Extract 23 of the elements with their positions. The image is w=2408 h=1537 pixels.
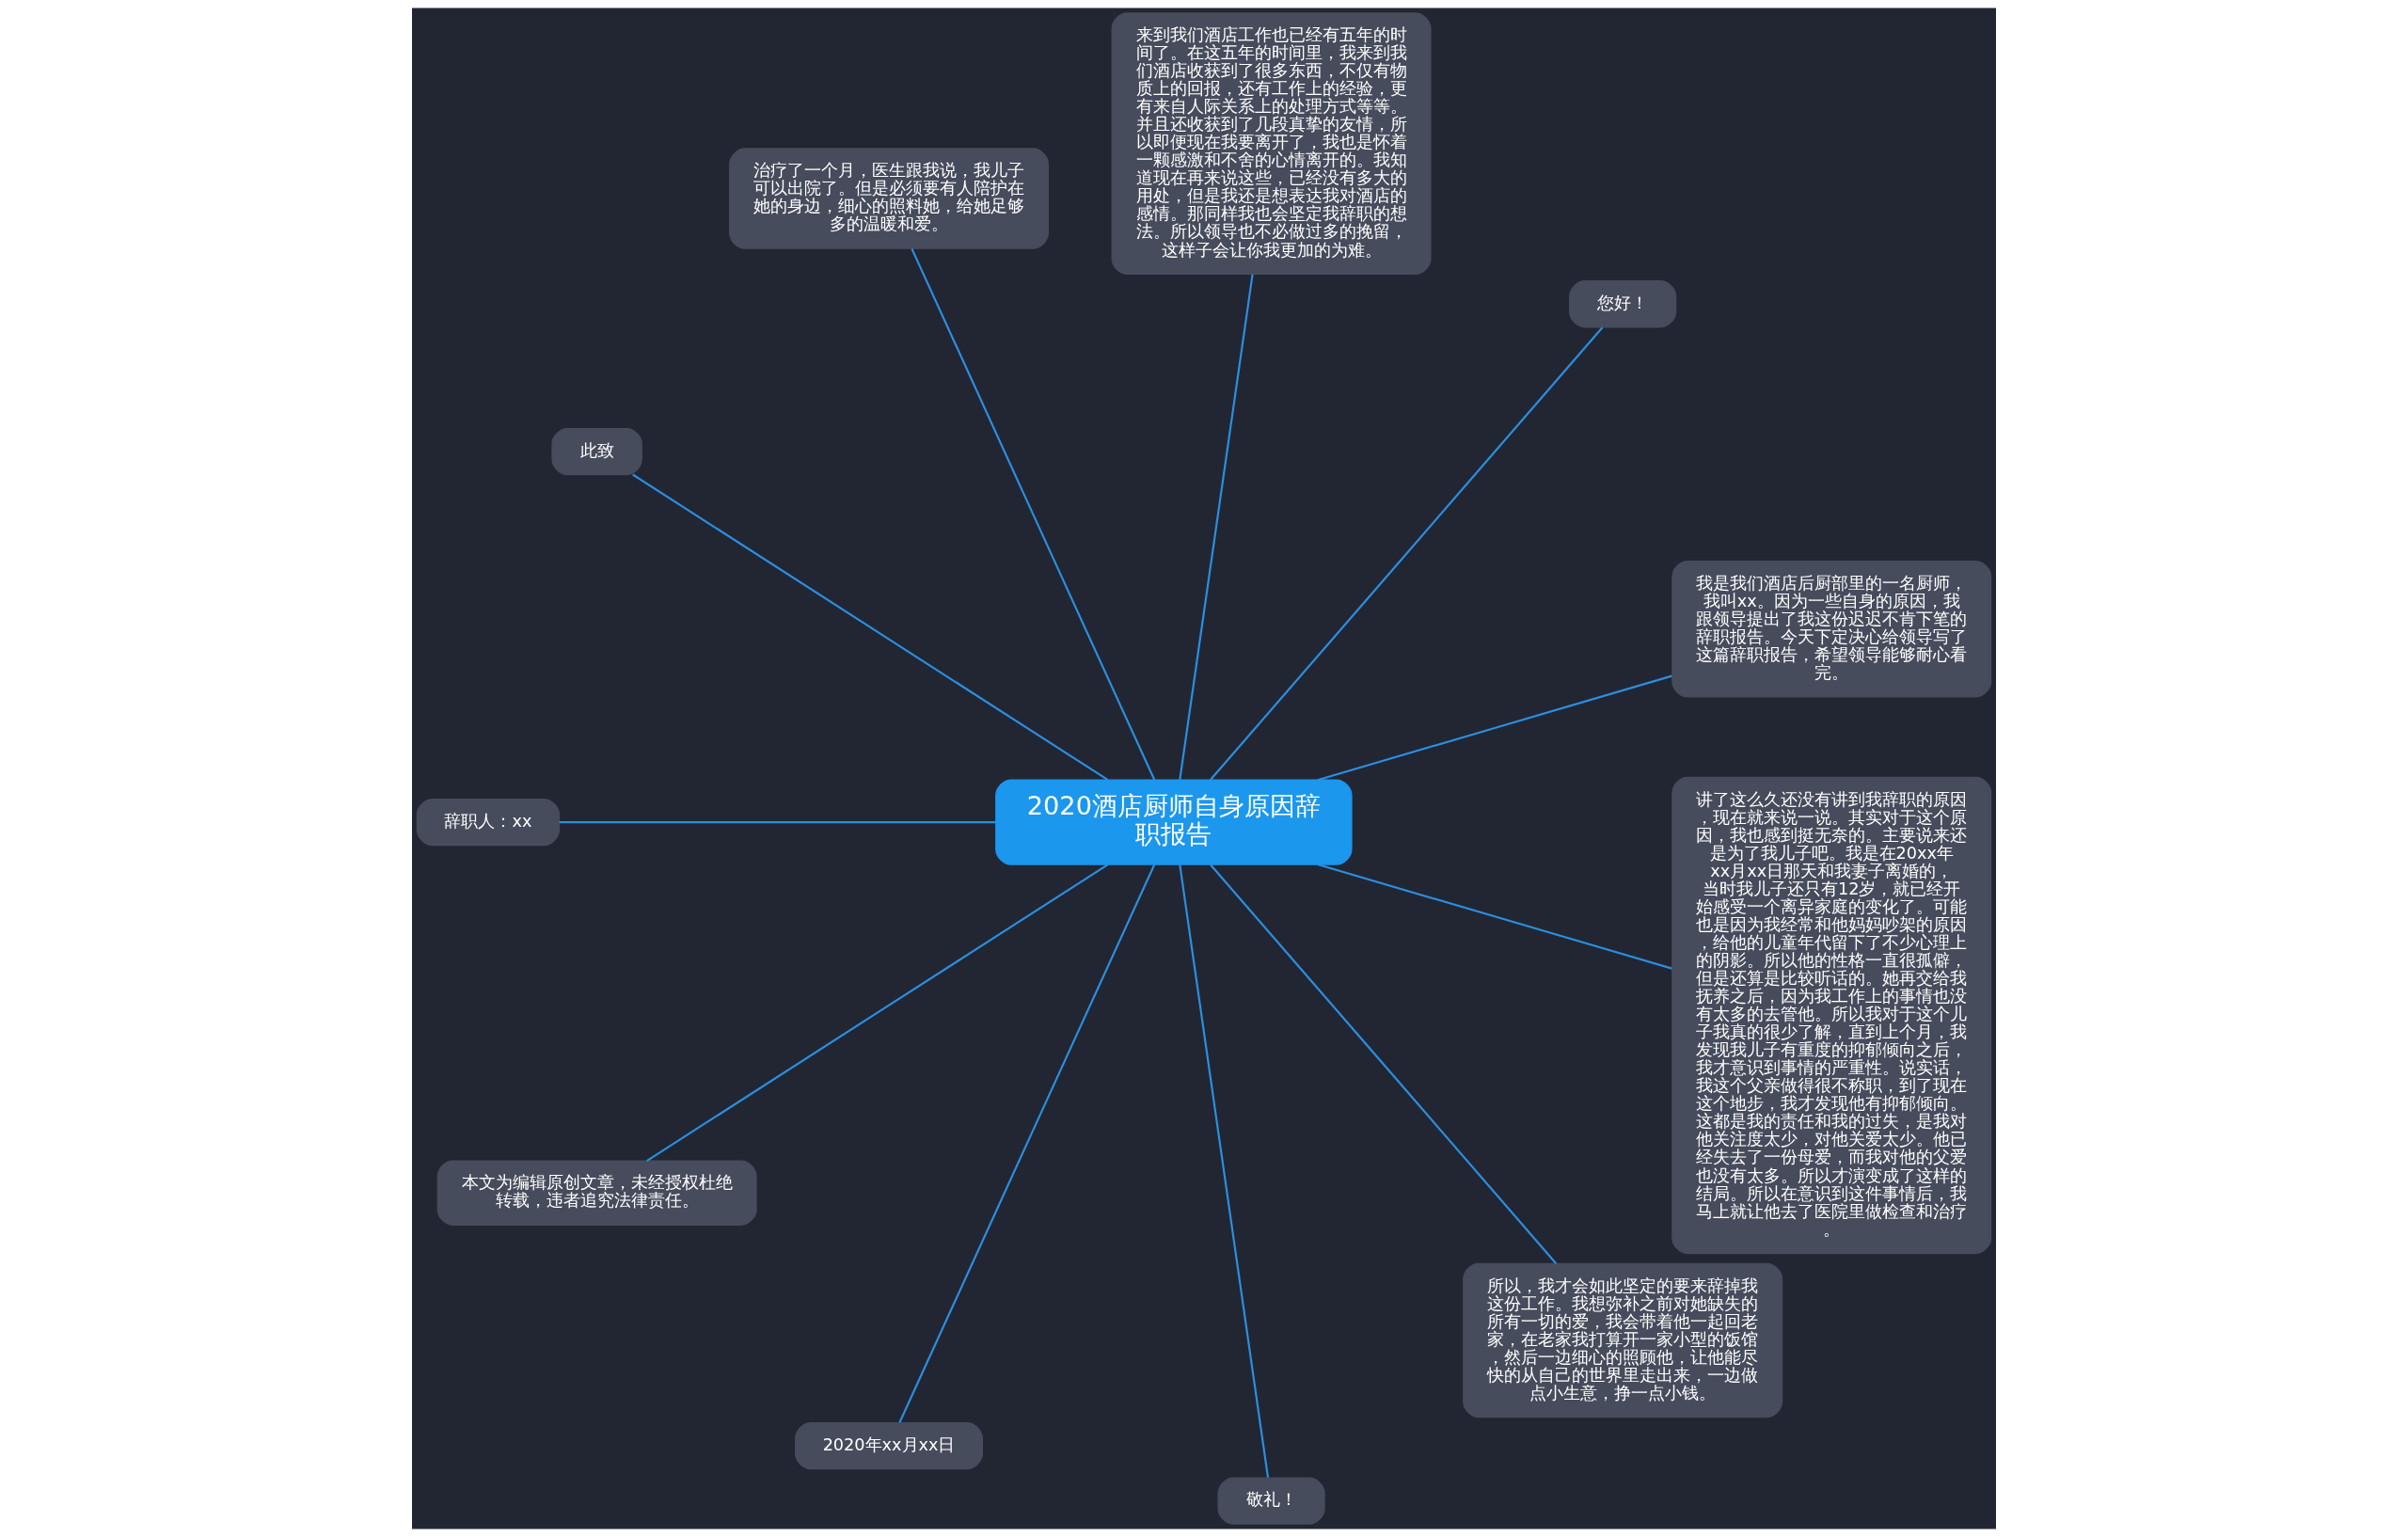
connector: [1179, 274, 1254, 781]
connector: [632, 473, 1109, 781]
node-box: 2020酒店厨师自身原因辞职报告: [995, 779, 1353, 865]
connector: [646, 864, 1109, 1163]
node-box: 敬礼！: [1217, 1477, 1325, 1525]
node-box: 本文为编辑原创文章，未经授权杜绝转载，违者追究法律责任。: [436, 1160, 757, 1226]
connector: [1210, 864, 1558, 1264]
node-box: 讲了这么久还没有讲到我辞职的原因，现在就来说一说。其实对于这个原因，我也感到挺无奈的。主要说来还是为了我儿子吧。我是在20xx年xx月xx日那天和我妻子离婚的，当时我儿子还只有12岁，就已经开始感受一个离异家庭的变化了。可能也是因为我经常和他妈妈吵架的原因，给他的儿童年代留下了不少心理上的阴影。所以他的性格一直很孤僻，但是还算是比较听话的。她再交给我抚养之后，因为我工作上的事情也没有太多的去管他。所以我对于这个儿子我真的很少了解，直到上个月，我发现我儿子有重度的抑郁倾向之后，我才意识到事情的严重性。说实话，我这个父亲做得很不称职，到了现在这个地步，我才发现他有抑郁倾向。这都是我的责任和我的过失，是我对他关注度太少，对他关爱太少。他已经失去了一份母爱，而我对他的父爱也没有太多。所以才演变成了这样的结局。所以在意识到这件事情后，我马上就让他去了医院里做检查和治疗。: [1671, 776, 1992, 1255]
connector: [1317, 864, 1672, 970]
connector: [1179, 864, 1270, 1479]
node-box: 我是我们酒店后厨部里的一名厨师，我叫xx。因为一些自身的原因，我跟领导提出了我这份迟迟不肯下笔的辞职报告。今天下定决心给领导写了这篇辞职报告，希望领导能够耐心看完。: [1671, 561, 1992, 698]
connector: [911, 247, 1156, 781]
node-box: 您好！: [1569, 280, 1677, 328]
connector: [898, 864, 1156, 1423]
connector: [1210, 326, 1604, 781]
node-box: 2020年xx月xx日: [795, 1422, 983, 1470]
node-box: 辞职人：xx: [416, 798, 561, 847]
node-box: 来到我们酒店工作也已经有五年的时间了。在这五年的时间里，我来到我们酒店收获到了很多东西，不仅有物质上的回报，还有工作上的经验，更有来自人际关系上的处理方式等等。并且还收获到了几段真挚的友情，所以即便现在我要离开了，我也是怀着一颗感激和不舍的心情离开的。我知道现在再来说这些，已经没有多大的用处，但是我还是想表达我对酒店的感情。那同样我也会坚定我辞职的想法。所以领导也不必做过多的挽留，这样子会让你我更加的为难。: [1111, 12, 1432, 276]
node-box: 此致: [551, 427, 642, 476]
connector: [559, 821, 996, 824]
node-box: 治疗了一个月，医生跟我说，我儿子可以出院了。但是必须要有人陪护在她的身边，细心的照料她，给她足够多的温暖和爱。: [729, 148, 1050, 249]
connector: [1317, 674, 1672, 782]
node-box: 所以，我才会如此坚定的要来辞掉我这份工作。我想弥补之前对她缺失的所有一切的爱，我会带着他一起回老家，在老家我打算开一家小型的饭馆，然后一边细心的照顾他，让他能尽快的从自己的世界里走出来，一边做点小生意，挣一点小钱。: [1463, 1262, 1783, 1418]
